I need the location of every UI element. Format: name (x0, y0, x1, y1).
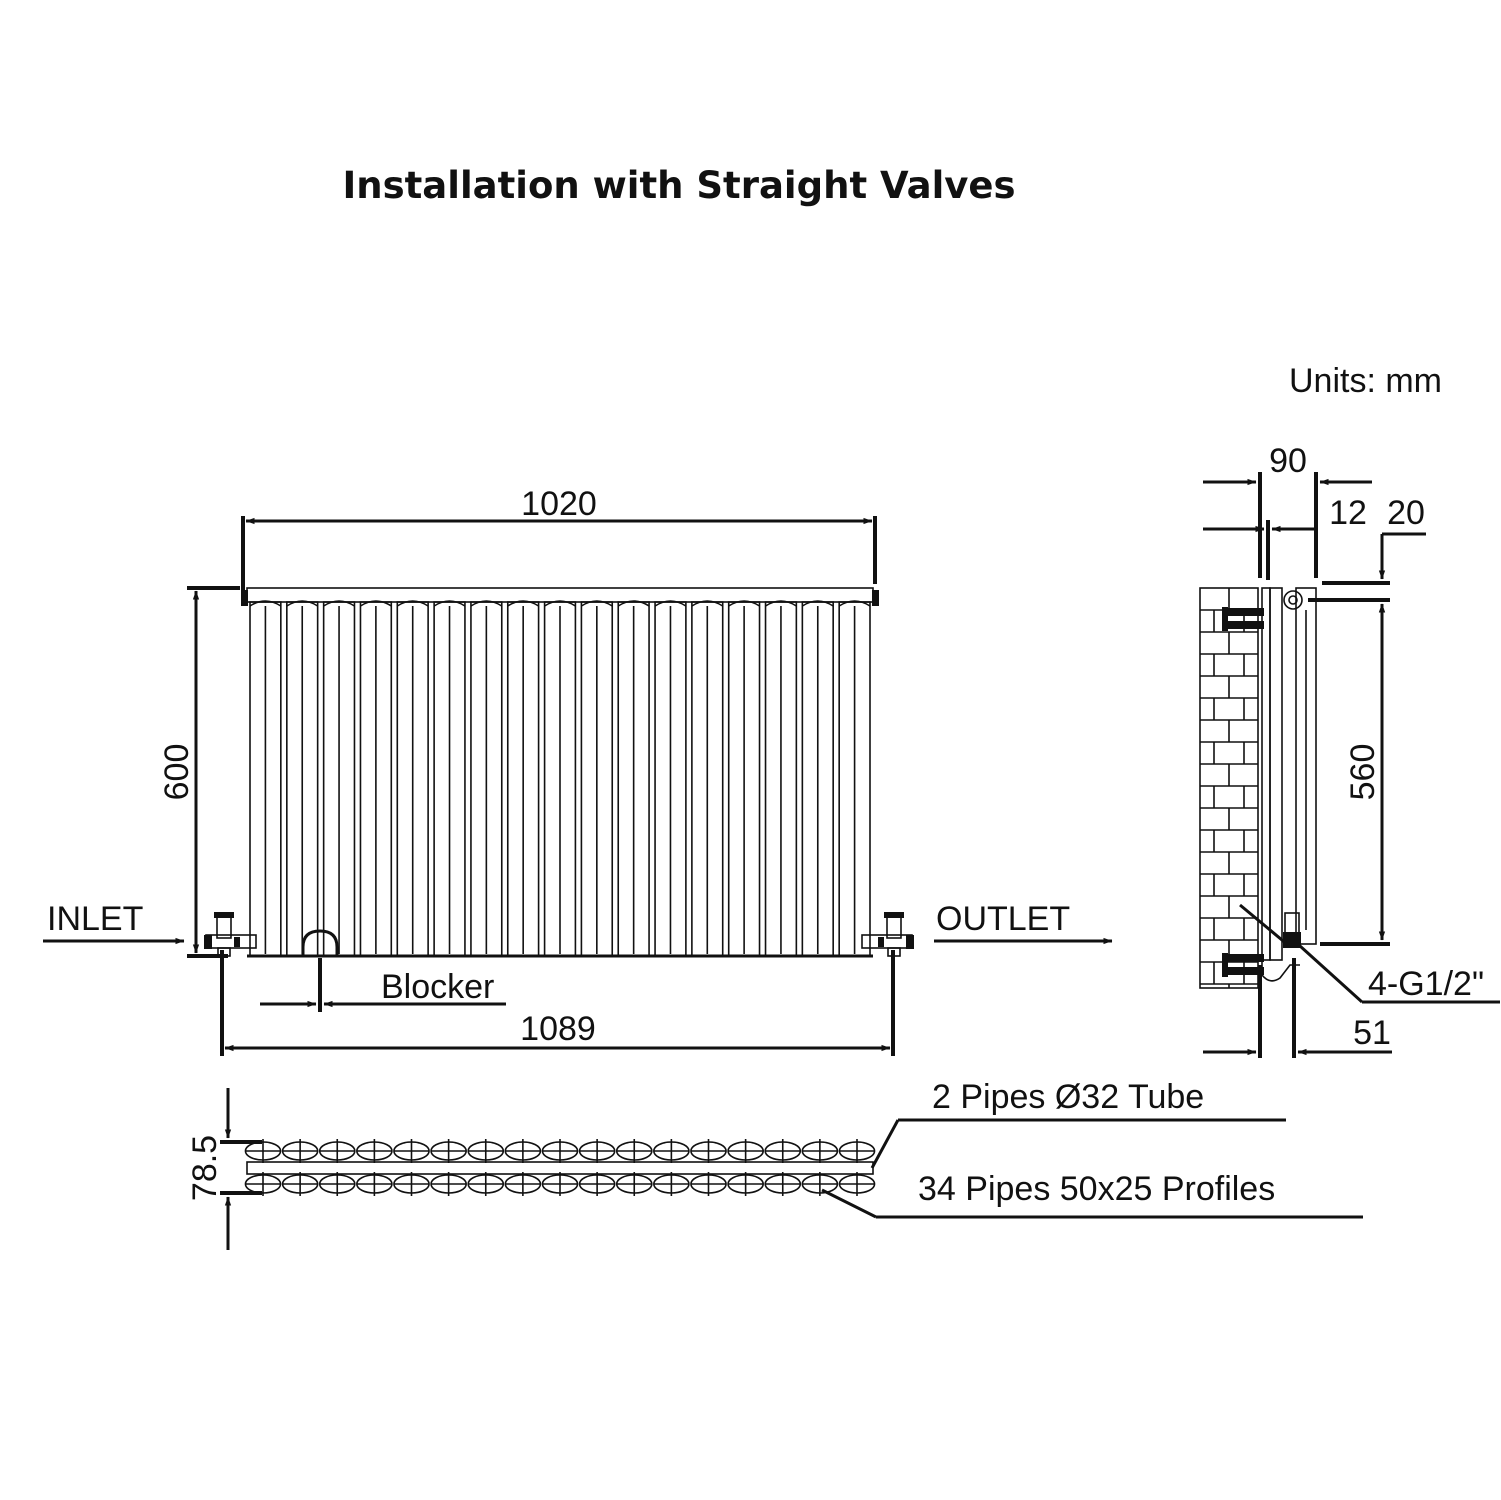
dimension-depth-90: 90 (1203, 442, 1372, 578)
radiator-column (764, 600, 798, 957)
top-view: 78.5 2 Pipes Ø32 Tube 34 Pipes 50x25 Pro… (186, 1078, 1363, 1250)
profile-pipe (244, 1139, 282, 1163)
dimension-offset-51: 51 (1203, 958, 1392, 1058)
profile-pipe (727, 1139, 764, 1163)
front-view: 1020 600 INLET OUTLET (43, 485, 1113, 1056)
side-view: 90 12 20 560 4-G1/2" (1199, 442, 1500, 1058)
radiator-columns (249, 600, 871, 957)
blocker-symbol (301, 929, 339, 956)
dimension-height-600: 600 (158, 586, 240, 958)
profile-pipe (578, 1139, 616, 1163)
profile-pipe (356, 1139, 393, 1163)
profile-pipe (467, 1172, 505, 1196)
radiator-column (838, 600, 871, 957)
profile-pipe (430, 1139, 467, 1163)
height-label: 600 (158, 744, 196, 801)
width-label: 1020 (521, 485, 597, 523)
radiator-column (396, 600, 429, 957)
profile-pipe (318, 1139, 356, 1163)
inlet-label: INLET (47, 900, 143, 938)
profile-pipe (467, 1139, 505, 1163)
profile-pipe (318, 1172, 356, 1196)
profile-pipe (727, 1172, 764, 1196)
dimension-gap-12: 12 (1203, 494, 1367, 580)
profile-pipe (690, 1139, 727, 1163)
offset-label: 51 (1353, 1014, 1391, 1052)
blocker-label: Blocker (381, 968, 494, 1006)
radiator-column (801, 600, 834, 957)
radiator-column (691, 600, 724, 957)
profile-pipe (541, 1139, 579, 1163)
profile-pipe (653, 1172, 690, 1196)
inlet-valve (204, 912, 257, 957)
radiator-column (249, 600, 282, 957)
profile-row-back (244, 1172, 876, 1196)
radiator-column (580, 600, 614, 957)
outlet: OUTLET (934, 900, 1113, 945)
profile-pipe (653, 1139, 690, 1163)
drawing-title: Installation with Straight Valves (342, 164, 1015, 207)
profile-pipe (430, 1172, 467, 1196)
profile-pipe (690, 1172, 727, 1196)
overall-width-label: 1089 (520, 1010, 596, 1048)
connection-label: 4-G1/2" (1368, 965, 1484, 1003)
profile-row-front (244, 1139, 876, 1163)
radiator-column (322, 600, 356, 957)
dimension-overall-1089: 1089 (220, 950, 895, 1056)
profile-pipe (393, 1139, 430, 1163)
outlet-valve (861, 912, 914, 957)
dimension-depth-78-5: 78.5 (186, 1088, 262, 1250)
radiator-column (286, 600, 319, 957)
wall-brick (1199, 587, 1259, 989)
dimension-centres-560: 560 (1320, 603, 1390, 946)
profile-pipe (838, 1139, 876, 1163)
profile-pipe (281, 1139, 319, 1163)
profiles-callout: 34 Pipes 50x25 Profiles (821, 1170, 1363, 1219)
profile-pipe (801, 1172, 839, 1196)
profile-pipe (764, 1172, 802, 1196)
radiator-column (727, 600, 761, 957)
centres-label: 560 (1344, 744, 1382, 801)
profile-pipe (764, 1139, 802, 1163)
depth-label: 90 (1269, 442, 1307, 480)
profile-pipe (244, 1172, 282, 1196)
profile-pipe (541, 1172, 579, 1196)
profile-pipe (504, 1172, 542, 1196)
pipe-gap-label: 20 (1387, 494, 1425, 532)
profile-pipe (615, 1139, 653, 1163)
profile-pipe (615, 1172, 653, 1196)
dimension-pipe-20: 20 (1308, 494, 1426, 618)
radiator-column (506, 600, 540, 957)
connection-callout: 4-G1/2" (1298, 944, 1500, 1004)
units-label: Units: mm (1289, 362, 1442, 400)
radiator-front (241, 587, 879, 958)
profile-pipe (578, 1172, 616, 1196)
profile-pipe (393, 1172, 430, 1196)
profile-pipe (281, 1172, 319, 1196)
radiator-column (617, 600, 650, 957)
tube-callout: 2 Pipes Ø32 Tube (870, 1078, 1286, 1169)
gap-label: 12 (1329, 494, 1367, 532)
profiles-label: 34 Pipes 50x25 Profiles (918, 1170, 1275, 1208)
profile-pipe (838, 1172, 876, 1196)
outlet-label: OUTLET (936, 900, 1070, 938)
radiator-column (543, 600, 577, 957)
radiator-side (1239, 587, 1317, 982)
radiator-column (654, 600, 687, 957)
dimension-width-1020: 1020 (241, 485, 877, 606)
radiator-column (433, 600, 466, 957)
inlet: INLET (43, 900, 185, 945)
profile-pipe (356, 1172, 393, 1196)
profile-pipe (801, 1139, 839, 1163)
blocker-dimension: Blocker (260, 958, 506, 1012)
top-depth-label: 78.5 (186, 1135, 224, 1201)
radiator-column (359, 600, 393, 957)
profile-pipe (504, 1139, 542, 1163)
brick-pattern (1200, 588, 1258, 988)
radiator-column (470, 600, 503, 957)
tube-label: 2 Pipes Ø32 Tube (932, 1078, 1204, 1116)
wall-brackets (1222, 607, 1264, 977)
